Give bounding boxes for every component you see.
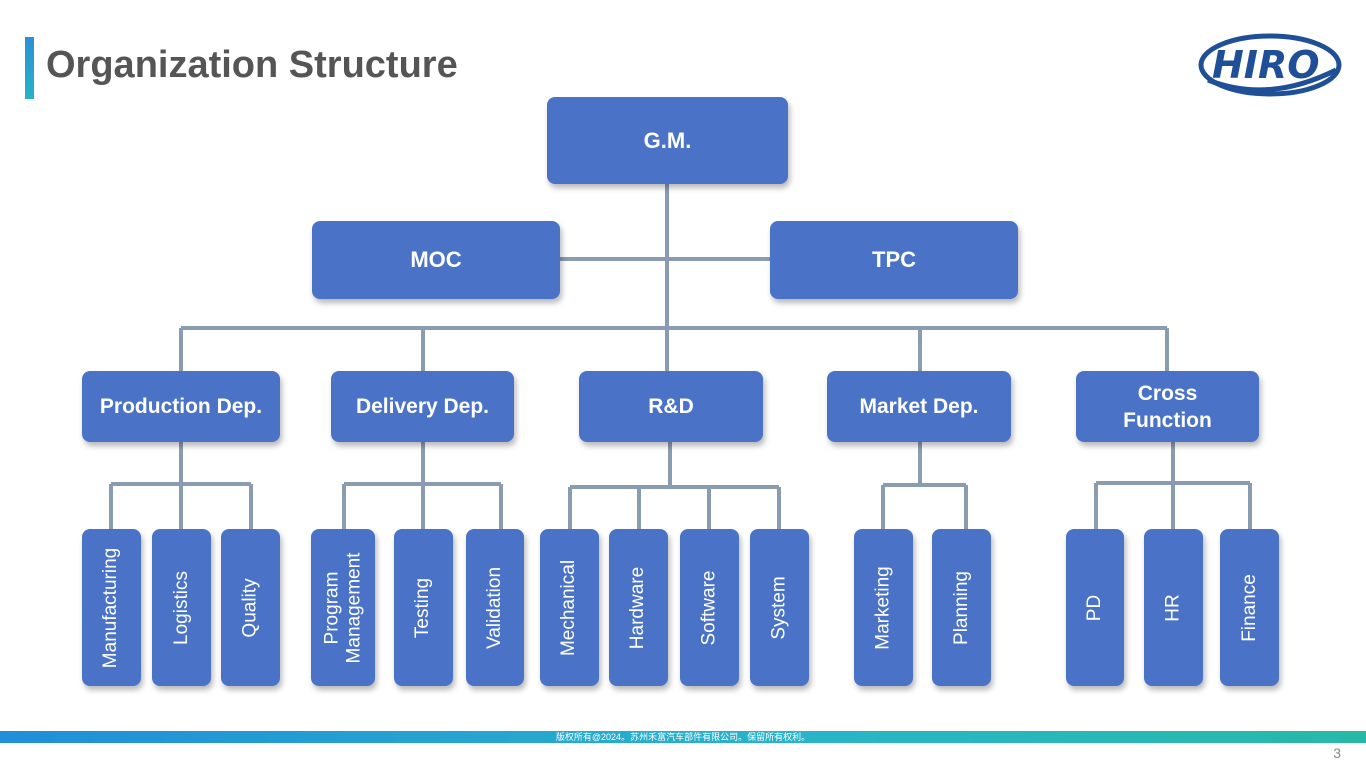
leaf-manufacturing: Manufacturing <box>82 529 141 686</box>
leaf-label: Hardware <box>627 566 649 649</box>
org-connector-lines <box>109 184 1252 529</box>
tpc-box: TPC <box>770 221 1018 299</box>
leaf-planning: Planning <box>932 529 991 686</box>
moc-box: MOC <box>312 221 560 299</box>
leaf-pd: PD <box>1066 529 1124 686</box>
leaf-label: Manufacturing <box>100 547 122 668</box>
moc-label: MOC <box>410 247 462 272</box>
dept-rnd: R&D <box>579 371 763 442</box>
company-logo: HIRO <box>1198 26 1346 100</box>
leaf-testing: Testing <box>394 529 453 686</box>
footer-copyright: 版权所有@2024。苏州禾富汽车部件有限公司。保留所有权利。 <box>555 732 811 742</box>
leaf-logistics: Logistics <box>152 529 211 686</box>
page-number: 3 <box>1333 745 1341 761</box>
dept-label: R&D <box>648 395 694 418</box>
leaf-label: Quality <box>239 577 261 638</box>
footer-bar <box>0 731 1366 743</box>
leaf-label: Program Management <box>321 552 364 663</box>
tpc-label: TPC <box>872 247 916 272</box>
leaf-label: Logistics <box>170 570 192 645</box>
leaf-label: Software <box>698 570 720 645</box>
title-accent-bar <box>25 37 34 99</box>
dept-delivery: Delivery Dep. <box>331 371 514 442</box>
dept-label: Production Dep. <box>99 395 263 418</box>
leaf-label: Marketing <box>872 565 894 650</box>
leaf-label: PD <box>1084 594 1105 621</box>
leaf-program-management: Program Management <box>311 529 375 686</box>
gm-label: G.M. <box>643 127 692 153</box>
leaf-mechanical: Mechanical <box>540 529 599 686</box>
leaf-label: Testing <box>412 577 434 638</box>
dept-label: Delivery Dep. <box>355 395 490 418</box>
gm-box: G.M. <box>547 97 788 184</box>
leaf-label: System <box>768 575 790 640</box>
leaf-system: System <box>750 529 809 686</box>
leaf-hardware: Hardware <box>609 529 668 686</box>
dept-label: Market Dep. <box>859 395 979 418</box>
dept-label: Cross Function <box>1123 381 1212 432</box>
leaf-label: Validation <box>484 566 506 649</box>
leaf-label: HR <box>1162 593 1184 622</box>
dept-market: Market Dep. <box>827 371 1011 442</box>
leaf-marketing: Marketing <box>854 529 913 686</box>
dept-production: Production Dep. <box>82 371 280 442</box>
hiro-logo-icon: HIRO <box>1198 33 1342 97</box>
dept-cross-function: Cross Function <box>1076 371 1259 442</box>
leaf-finance: Finance <box>1220 529 1279 686</box>
leaf-validation: Validation <box>466 529 524 686</box>
leaf-label: Finance <box>1238 573 1260 642</box>
leaf-label: Planning <box>950 570 972 645</box>
logo-text: HIRO <box>1212 43 1320 87</box>
leaf-quality: Quality <box>221 529 280 686</box>
leaf-label: Mechanical <box>558 559 580 656</box>
page-title: Organization Structure <box>46 44 458 86</box>
leaf-software: Software <box>680 529 739 686</box>
leaf-hr: HR <box>1144 529 1203 686</box>
